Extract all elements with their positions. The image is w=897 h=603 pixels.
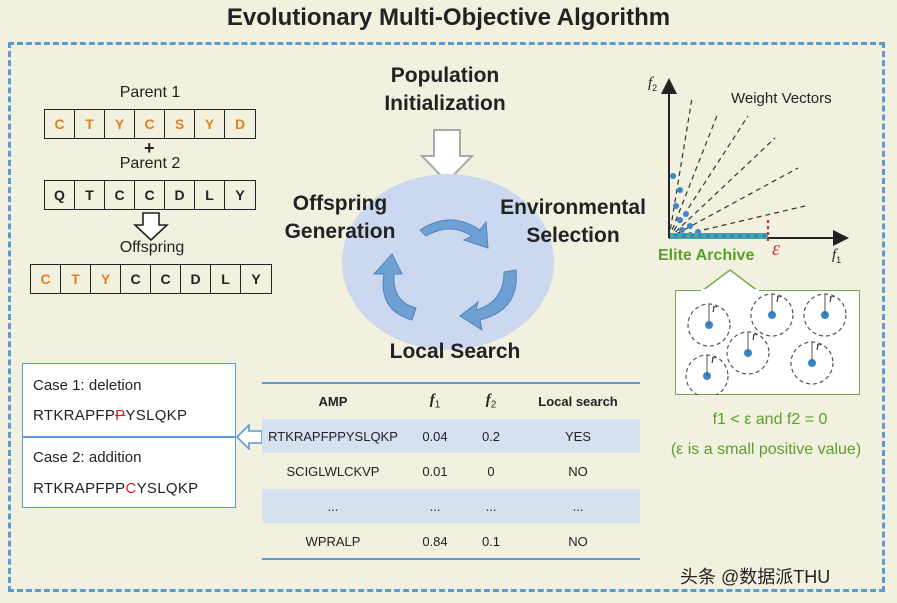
- table-bottom-rule: [262, 558, 640, 560]
- gene-cell: Y: [235, 187, 245, 203]
- condition-line2: (ε is a small positive value): [670, 441, 862, 458]
- case1-title: Case 1: deletion: [33, 377, 142, 394]
- gene-cell: D: [234, 116, 246, 132]
- niche-circles: [685, 293, 847, 395]
- mutation-cases-box: [22, 363, 236, 508]
- case1-sequence: RTKRAPFPPYSLQKP: [33, 407, 188, 424]
- radius-label: r: [816, 338, 822, 353]
- parent1-label: Parent 1: [119, 84, 181, 101]
- diagram-frame: [8, 42, 885, 592]
- gene-cell: T: [61, 265, 91, 293]
- local-search-label: Local Search: [389, 340, 521, 363]
- radius-label: r: [752, 328, 758, 343]
- gene-cell: Y: [105, 110, 135, 138]
- gene-cell: C: [45, 110, 75, 138]
- case2-sequence: RTKRAPFPPCYSLQKP: [33, 480, 199, 497]
- page-title: Evolutionary Multi-Objective Algorithm: [226, 4, 671, 31]
- gene-cell: S: [165, 110, 195, 138]
- gene-cell: T: [75, 181, 105, 209]
- gene-cell: Y: [195, 110, 225, 138]
- table-row: ...... ......: [262, 489, 640, 523]
- watermark: 头条 @数据派THU: [680, 567, 831, 587]
- weight-vectors-label: Weight Vectors: [731, 90, 832, 107]
- gene-cell: C: [151, 265, 181, 293]
- elite-box-gap: [701, 289, 759, 293]
- gene-cell: Y: [91, 265, 121, 293]
- gene-cell: D: [181, 265, 211, 293]
- epsilon-label: ε: [772, 238, 780, 260]
- down-arrow-icon: [133, 212, 169, 242]
- case-divider: [22, 436, 236, 438]
- gene-cell: L: [195, 181, 225, 209]
- plus-sign: +: [144, 138, 155, 158]
- table-top-rule: [262, 382, 640, 384]
- elite-archive-label: Elite Archive: [658, 247, 755, 264]
- radius-label: r: [712, 300, 718, 315]
- case2-title: Case 2: addition: [33, 449, 142, 466]
- init-down-arrow-icon: [420, 129, 474, 184]
- deleted-residue: P: [115, 407, 126, 424]
- y-axis-label: f2: [648, 75, 658, 94]
- gene-cell: C: [31, 265, 61, 293]
- solution-points: [670, 173, 701, 235]
- gene-cell: L: [211, 265, 241, 293]
- parent2-label: Parent 2: [119, 155, 181, 172]
- weight-vector-lines: [668, 97, 806, 239]
- pareto-plot: [661, 78, 849, 246]
- cycle-background: [342, 174, 554, 350]
- gene-cell: Y: [251, 271, 261, 287]
- gene-cell: C: [135, 110, 165, 138]
- left-arrow-icon: [236, 424, 263, 450]
- elite-box-pointer: [701, 269, 759, 292]
- gene-cell: C: [135, 181, 165, 209]
- table-header: AMP f1 f2 Local search: [318, 391, 618, 411]
- added-residue: C: [125, 480, 137, 497]
- gene-cell: C: [105, 181, 135, 209]
- gene-cell: D: [165, 181, 195, 209]
- gene-cell: Q: [45, 181, 75, 209]
- gene-cell: C: [121, 265, 151, 293]
- offspring-label: Offspring: [119, 239, 185, 256]
- radius-label: r: [829, 290, 835, 305]
- condition-line1: f1 < ε and f2 = 0: [712, 411, 828, 428]
- elite-archive-band: [670, 233, 768, 239]
- gene-cell: T: [75, 110, 105, 138]
- radius-label: r: [776, 290, 782, 305]
- x-axis-label: f1: [832, 247, 842, 266]
- radius-label: r: [711, 351, 717, 366]
